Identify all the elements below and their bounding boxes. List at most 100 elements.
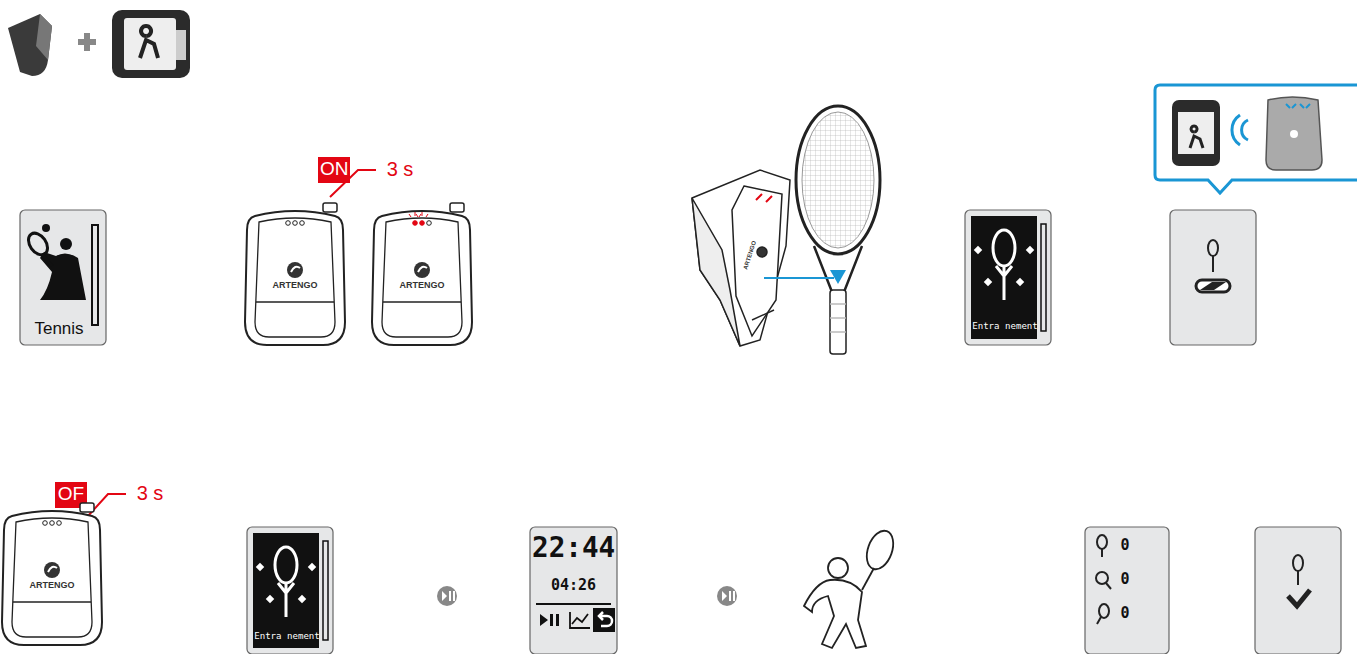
shape bbox=[372, 211, 472, 345]
shape bbox=[414, 262, 430, 278]
shape bbox=[255, 218, 335, 337]
sensor-outline bbox=[245, 203, 345, 345]
shape bbox=[974, 246, 982, 254]
sport-screen: Tennis bbox=[20, 210, 106, 345]
shape bbox=[256, 301, 334, 302]
screen-display bbox=[971, 216, 1037, 339]
shape bbox=[43, 521, 48, 526]
label-text: 3 s bbox=[380, 158, 420, 180]
training-screen: Entra nement bbox=[247, 527, 333, 654]
shape bbox=[256, 563, 264, 571]
label-text: OF bbox=[57, 484, 85, 505]
screen-frame bbox=[530, 527, 617, 654]
label-text: ARTENGO bbox=[741, 235, 760, 275]
screen-text: 04:26 bbox=[532, 577, 615, 594]
shape bbox=[278, 583, 294, 617]
shape bbox=[413, 221, 418, 226]
shape bbox=[293, 221, 298, 226]
sensor: ARTENGO bbox=[245, 210, 345, 345]
shape bbox=[1196, 280, 1230, 292]
sensor: ARTENGO bbox=[372, 210, 472, 345]
shape bbox=[1101, 549, 1103, 557]
shape bbox=[382, 218, 462, 337]
shape bbox=[80, 503, 94, 512]
shape bbox=[266, 595, 274, 603]
label-text: ON bbox=[320, 159, 348, 180]
screen-frame bbox=[247, 527, 333, 654]
screen-frame bbox=[1170, 210, 1256, 345]
shape bbox=[44, 562, 60, 578]
screen-text: Entra nement bbox=[254, 631, 320, 641]
shape bbox=[1212, 256, 1214, 272]
shape bbox=[409, 212, 421, 217]
shape bbox=[383, 301, 461, 302]
shape bbox=[1026, 246, 1034, 254]
shape bbox=[1293, 555, 1303, 571]
shape bbox=[48, 567, 57, 572]
playing-figure bbox=[804, 527, 898, 648]
sensor-clip-on-racket bbox=[692, 106, 880, 354]
training-screen: Entra nement bbox=[965, 210, 1051, 345]
shape bbox=[540, 614, 559, 626]
shape bbox=[1097, 617, 1101, 624]
shape bbox=[323, 541, 328, 640]
sensor-outline bbox=[2, 503, 102, 645]
screen-text: ARTENGO bbox=[382, 281, 462, 291]
shape bbox=[298, 595, 306, 603]
screen-text: ARTENGO bbox=[255, 281, 335, 291]
shape bbox=[416, 212, 428, 217]
shape bbox=[536, 603, 611, 605]
sensor: ARTENGO bbox=[2, 510, 102, 645]
time-screen: 22:44 04:26 bbox=[530, 527, 617, 654]
screen-frame bbox=[20, 210, 106, 345]
screen-display bbox=[253, 533, 319, 648]
shape bbox=[291, 267, 300, 272]
shape bbox=[1288, 590, 1310, 606]
count-screen: 0 0 0 bbox=[1085, 527, 1169, 654]
screen-text: 0 bbox=[1115, 605, 1135, 622]
shape bbox=[1200, 282, 1226, 290]
shape bbox=[323, 203, 337, 212]
shape bbox=[1297, 571, 1299, 585]
shape bbox=[570, 612, 590, 628]
screen-text: Tennis bbox=[24, 320, 94, 339]
watch-screens bbox=[20, 210, 1341, 654]
shape bbox=[599, 612, 612, 626]
shape bbox=[450, 203, 464, 212]
sensor-outline bbox=[372, 203, 472, 345]
shape bbox=[1106, 583, 1111, 589]
shape bbox=[993, 230, 1015, 266]
shape bbox=[1097, 535, 1107, 549]
label-text: 3 s bbox=[130, 482, 170, 504]
shape bbox=[13, 601, 91, 602]
shape bbox=[1041, 224, 1046, 331]
screen-frame bbox=[1085, 527, 1169, 654]
tennis-player-icon bbox=[25, 224, 98, 325]
screen-text: Entra nement bbox=[972, 321, 1038, 331]
screen-text: 0 bbox=[1115, 537, 1135, 554]
shape bbox=[12, 518, 92, 637]
shape bbox=[308, 563, 316, 571]
shape bbox=[286, 221, 291, 226]
shape bbox=[50, 521, 55, 526]
shape bbox=[1096, 572, 1108, 584]
shape bbox=[2, 511, 102, 645]
screen-text: 22:44 bbox=[532, 533, 615, 563]
shape bbox=[300, 221, 305, 226]
screen-text: 0 bbox=[1115, 571, 1135, 588]
shape bbox=[1099, 604, 1109, 618]
shape bbox=[418, 267, 427, 272]
sensor-plus-watch-icon bbox=[8, 10, 190, 78]
shape bbox=[420, 221, 425, 226]
shape bbox=[984, 278, 992, 286]
shape bbox=[245, 211, 345, 345]
shape bbox=[1016, 278, 1024, 286]
shape bbox=[287, 262, 303, 278]
screen-frame bbox=[965, 210, 1051, 345]
shape bbox=[593, 608, 615, 632]
pairing-callout bbox=[1155, 85, 1357, 193]
screen-text: ARTENGO bbox=[12, 581, 92, 591]
on-tag bbox=[318, 157, 350, 183]
screen-frame bbox=[1255, 527, 1341, 654]
